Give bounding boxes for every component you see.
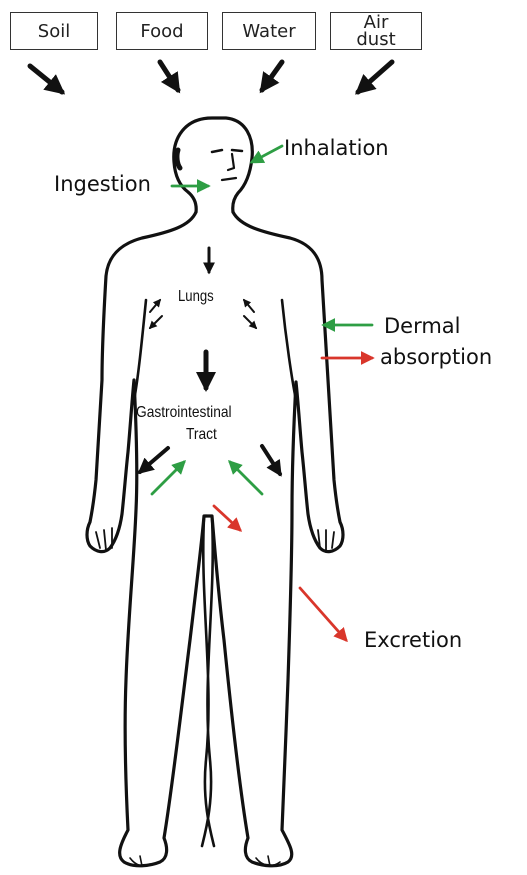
label-excretion: Excretion: [364, 628, 462, 652]
lungs-exchange-right-a: [244, 300, 254, 312]
label-dermal: Dermal: [384, 314, 461, 338]
arrow-excretion: [300, 588, 346, 640]
arrow-gi-in-right: [230, 462, 262, 494]
head-outline: [174, 118, 252, 212]
eye-right: [232, 150, 242, 151]
arm-inner-right: [282, 300, 296, 400]
arrow-gi-out-right: [262, 446, 280, 474]
hair-mark: [177, 150, 180, 168]
eye-left: [212, 150, 222, 152]
arm-inner-left: [134, 300, 146, 400]
uptake-arrows: [152, 146, 372, 494]
label-lungs: Lungs: [178, 288, 214, 306]
label-ingestion: Ingestion: [54, 172, 151, 196]
arrow-excretion-inner: [214, 506, 240, 530]
fingers-right: [318, 530, 334, 550]
label-absorption: absorption: [380, 345, 492, 369]
arrow-gi-out-left: [140, 448, 168, 472]
lungs-exchange-right-b: [244, 316, 256, 328]
arrow-soil: [30, 66, 62, 92]
nose: [228, 154, 234, 170]
arrow-water: [262, 62, 282, 90]
arrow-inhalation: [252, 146, 282, 162]
human-body-outline: [87, 118, 343, 866]
source-arrows: [30, 62, 392, 92]
label-gi-line2: Tract: [186, 426, 217, 444]
body-outline-right: [206, 212, 343, 866]
lungs-exchange-left-b: [150, 316, 162, 328]
label-gi-line1: Gastrointestinal: [136, 404, 232, 422]
arrow-air-dust: [358, 62, 392, 92]
arrow-food: [160, 62, 178, 90]
mouth: [222, 178, 236, 180]
label-inhalation: Inhalation: [284, 136, 389, 160]
arrow-gi-in-left: [152, 462, 184, 494]
lungs-exchange-left-a: [150, 300, 160, 312]
leg-inner-lines: [202, 518, 214, 846]
